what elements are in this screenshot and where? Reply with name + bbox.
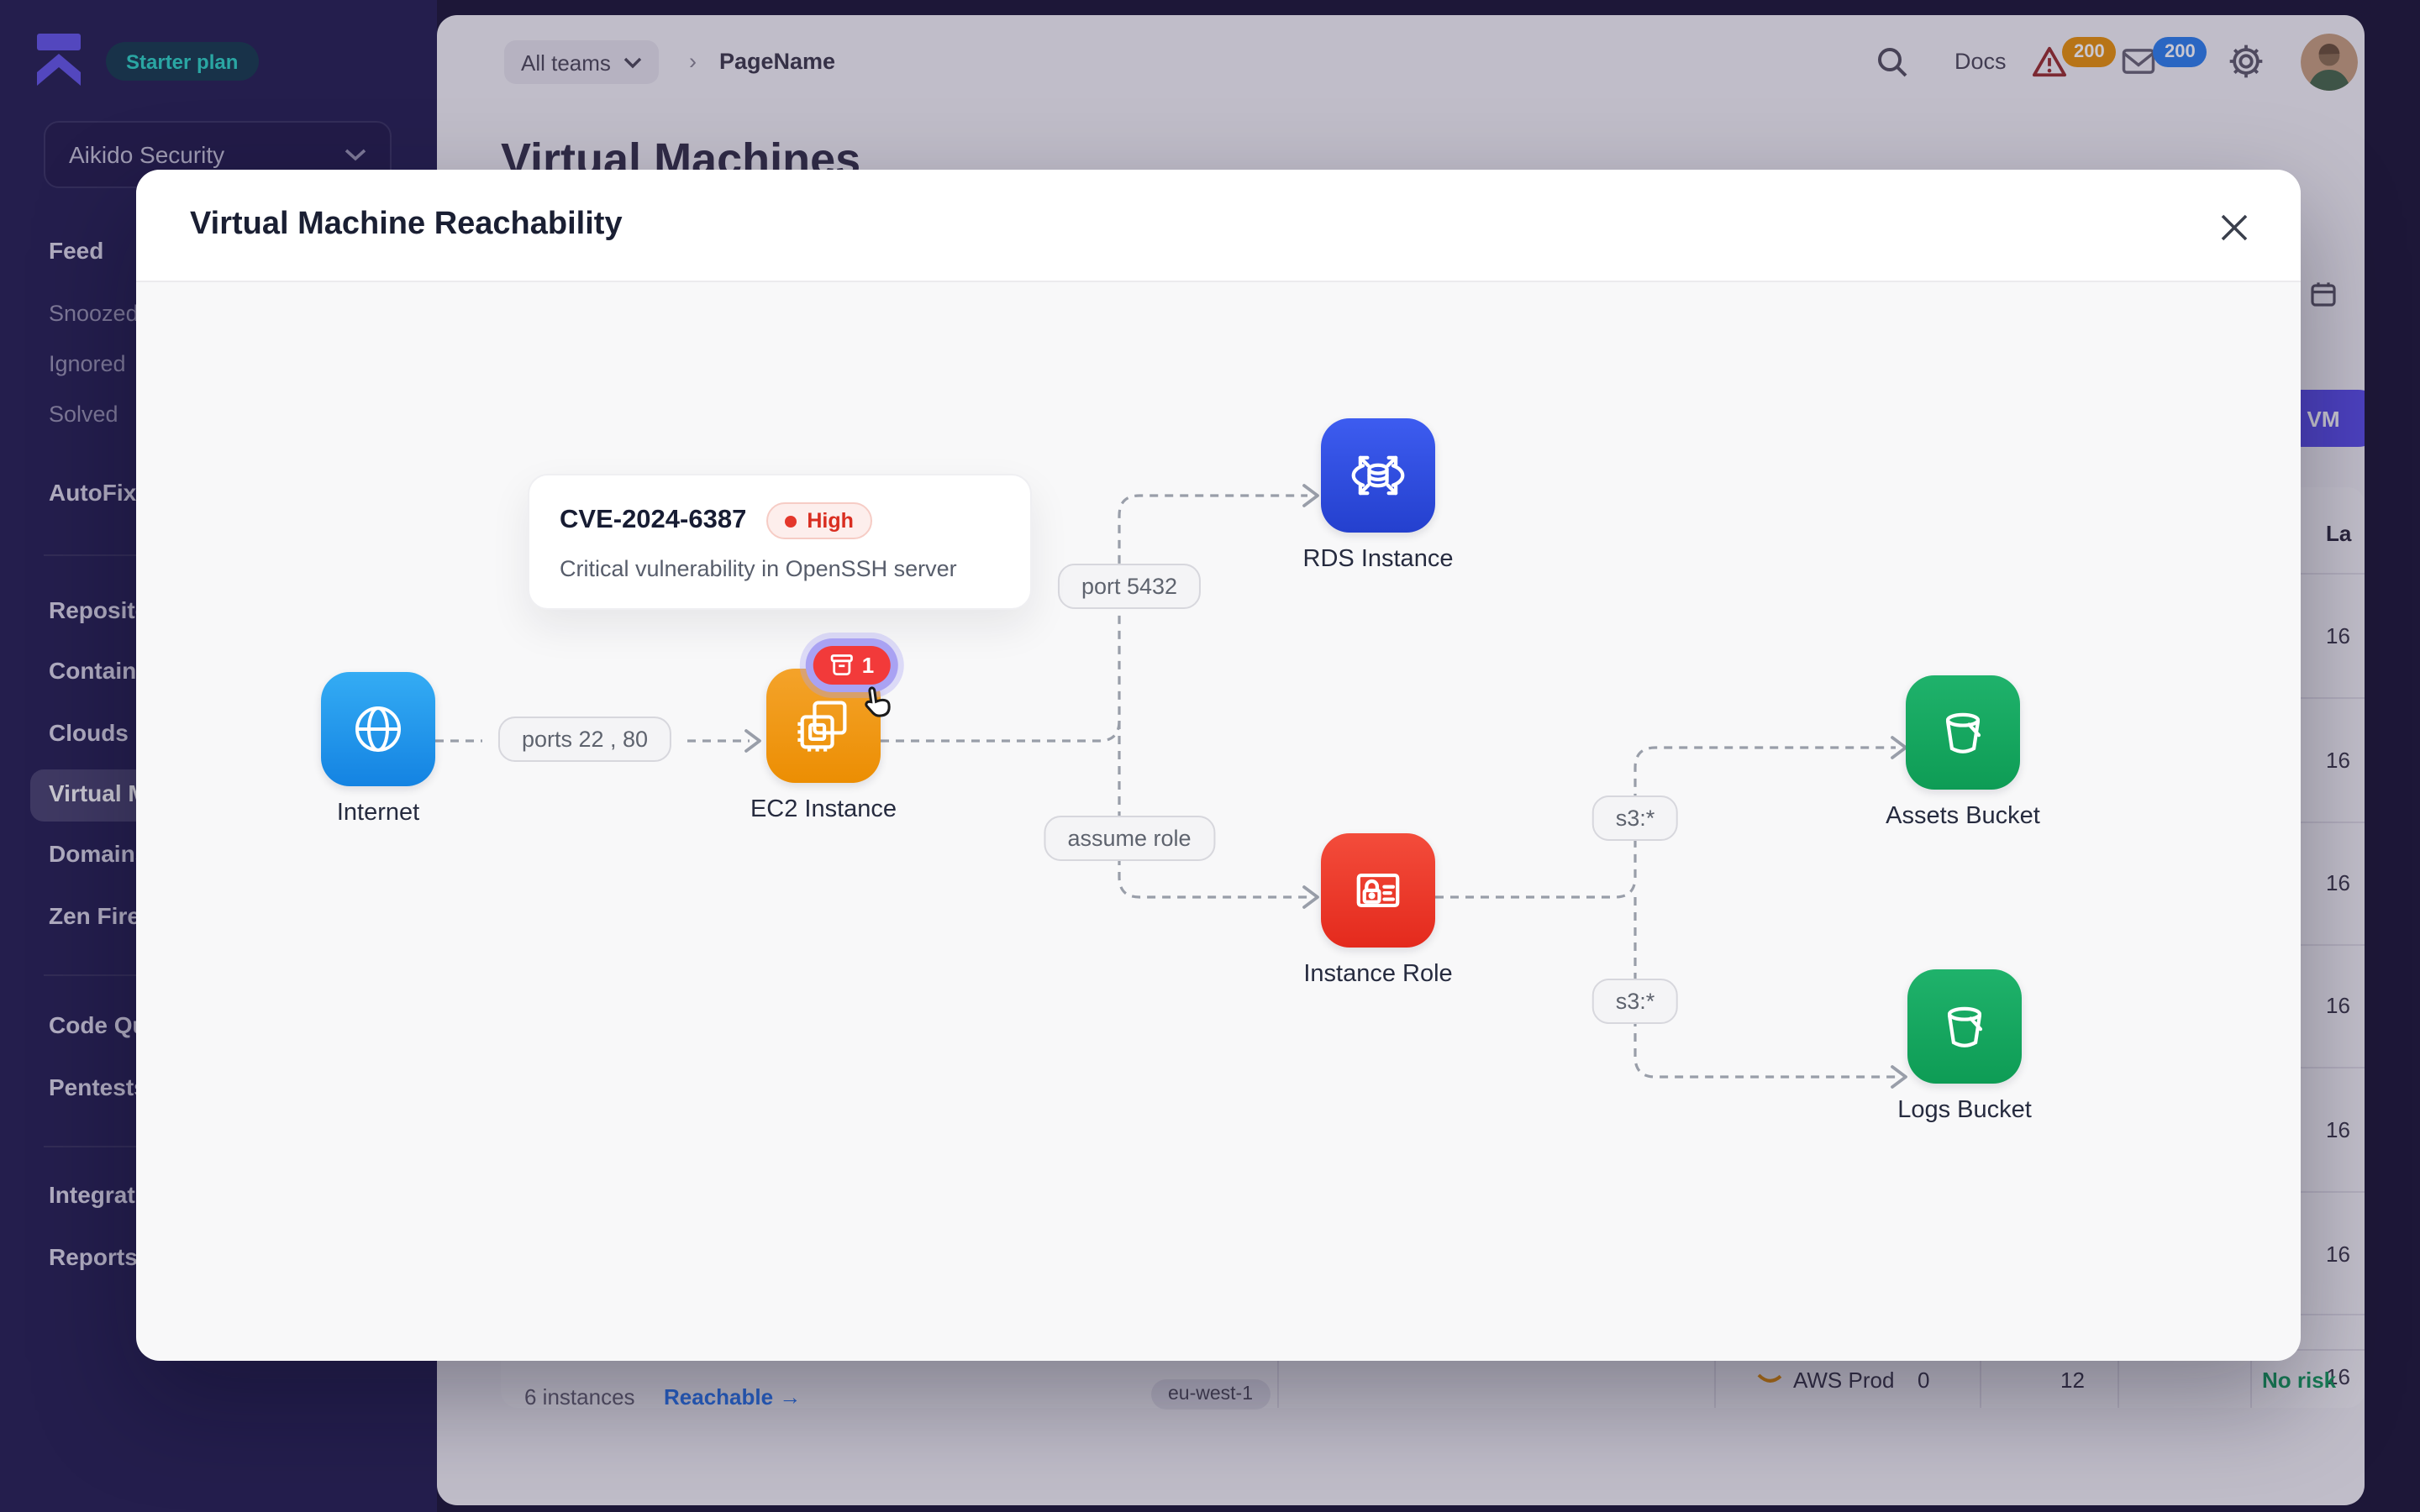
alerts-count-badge: 200 — [2062, 37, 2117, 67]
node-internet[interactable] — [321, 672, 435, 786]
node-logs-bucket[interactable] — [1907, 969, 2022, 1084]
cve-id: CVE-2024-6387 — [560, 506, 747, 534]
edge-label-ports: ports 22 , 80 — [497, 717, 672, 762]
row-divider — [2250, 944, 2365, 946]
chevron-down-icon — [624, 56, 643, 68]
docs-link[interactable]: Docs — [1954, 49, 2007, 74]
team-selector[interactable]: All teams — [504, 40, 660, 84]
node-label-logs-bucket: Logs Bucket — [1897, 1097, 2032, 1124]
user-avatar[interactable] — [2301, 34, 2358, 91]
edge-label-assume-role: assume role — [1044, 816, 1215, 861]
region-badge: eu-west-1 — [1151, 1379, 1270, 1410]
sidebar-item-ignored[interactable]: Ignored — [49, 351, 126, 376]
hand-pointer-cursor — [865, 686, 891, 717]
footer-instance-count: 6 instances — [524, 1384, 635, 1410]
sidebar-item-domains[interactable]: Domains — [49, 840, 149, 867]
archive-box-icon — [830, 654, 853, 675]
edge-label-port-5432: port 5432 — [1057, 564, 1202, 609]
node-ec2[interactable] — [766, 669, 881, 783]
table-cell-open: 0 — [1918, 1368, 1930, 1393]
inbox-mail-icon[interactable] — [2121, 47, 2156, 76]
aikido-logo-icon — [37, 34, 81, 86]
severity-label: High — [807, 509, 854, 533]
plan-badge: Starter plan — [106, 42, 259, 81]
reachability-modal: Virtual Machine Reachability — [136, 170, 2301, 1361]
table-cell-last: 16 — [2326, 748, 2350, 773]
calendar-icon[interactable] — [2309, 281, 2338, 307]
node-label-rds: RDS Instance — [1302, 546, 1454, 573]
vulnerability-count-badge[interactable]: 1 — [813, 646, 892, 685]
row-divider — [2250, 822, 2365, 823]
column-divider — [1980, 1349, 1981, 1408]
table-cell-last: 16 — [2326, 1117, 2350, 1142]
org-selector-label: Aikido Security — [69, 141, 225, 168]
table-cell-last: 16 — [2326, 1242, 2350, 1267]
sidebar-item-autofix[interactable]: AutoFix — [49, 479, 137, 506]
sidebar-item-clouds[interactable]: Clouds — [49, 719, 129, 746]
severity-badge: High — [766, 502, 872, 539]
settings-gear-icon[interactable] — [2228, 44, 2264, 79]
column-divider — [2118, 1349, 2119, 1408]
node-assets-bucket[interactable] — [1906, 675, 2020, 790]
cve-tooltip-card: CVE-2024-6387 High Critical vulnerabilit… — [528, 474, 1032, 610]
node-label-assets-bucket: Assets Bucket — [1886, 803, 2040, 830]
node-instance-role[interactable] — [1321, 833, 1435, 948]
table-cell-cloud: AWS Prod — [1793, 1368, 1895, 1393]
modal-header: Virtual Machine Reachability — [136, 170, 2301, 282]
table-cell-last: 16 — [2326, 623, 2350, 648]
cve-description: Critical vulnerability in OpenSSH server — [560, 556, 957, 581]
sidebar-item-solved[interactable]: Solved — [49, 402, 118, 427]
footer-divider — [1277, 1361, 1279, 1408]
node-label-internet: Internet — [336, 800, 420, 827]
modal-title: Virtual Machine Reachability — [190, 207, 623, 242]
row-divider — [2250, 1314, 2365, 1315]
node-label-ec2: EC2 Instance — [750, 796, 897, 823]
row-divider — [2250, 1191, 2365, 1193]
s3-bucket-icon — [1947, 1006, 1983, 1047]
node-rds[interactable] — [1321, 418, 1435, 533]
diagram-edges — [435, 484, 1907, 1089]
row-divider — [2250, 573, 2365, 575]
globe-icon — [355, 706, 401, 752]
reachable-link[interactable]: Reachable → — [664, 1384, 802, 1410]
inbox-count-badge: 200 — [2153, 37, 2207, 67]
row-divider — [2250, 1067, 2365, 1068]
sidebar-item-feed[interactable]: Feed — [49, 237, 104, 264]
row-divider — [2250, 697, 2365, 699]
aws-logo-icon — [1757, 1373, 1782, 1383]
sidebar-item-pentests[interactable]: Pentests — [49, 1074, 147, 1100]
ec2-chip-icon — [797, 701, 847, 752]
team-selector-label: All teams — [521, 50, 611, 75]
breadcrumb-separator: › — [689, 49, 697, 74]
alerts-warning-icon[interactable] — [2030, 44, 2069, 79]
s3-bucket-icon — [1945, 712, 1981, 753]
search-icon[interactable] — [1876, 45, 1909, 79]
iam-role-icon — [1356, 873, 1400, 908]
table-cell-total: 12 — [2060, 1368, 2085, 1393]
rds-database-icon — [1351, 455, 1405, 496]
table-cell-last: 16 — [2326, 870, 2350, 895]
edge-label-s3-assets: s3:* — [1591, 795, 1679, 841]
table-cell-last: 16 — [2326, 993, 2350, 1018]
sidebar-item-reports[interactable]: Reports — [49, 1243, 138, 1270]
reachability-diagram: ports 22 , 80 port 5432 assume role s3:*… — [136, 282, 2301, 1361]
edge-label-s3-logs: s3:* — [1591, 979, 1679, 1024]
vulnerability-count: 1 — [861, 653, 875, 678]
sidebar-item-snoozed[interactable]: Snoozed — [49, 301, 139, 326]
close-icon[interactable] — [2210, 203, 2257, 250]
breadcrumb-page-name: PageName — [719, 49, 836, 74]
column-divider — [1714, 1349, 1716, 1408]
table-header-last: La — [2326, 521, 2352, 546]
severity-dot-icon — [785, 515, 797, 527]
node-label-instance-role: Instance Role — [1303, 961, 1453, 988]
table-cell-risk: No risk — [2262, 1368, 2337, 1393]
table-cell-last: 16 — [2326, 1364, 2350, 1389]
chevron-down-icon — [345, 149, 366, 161]
